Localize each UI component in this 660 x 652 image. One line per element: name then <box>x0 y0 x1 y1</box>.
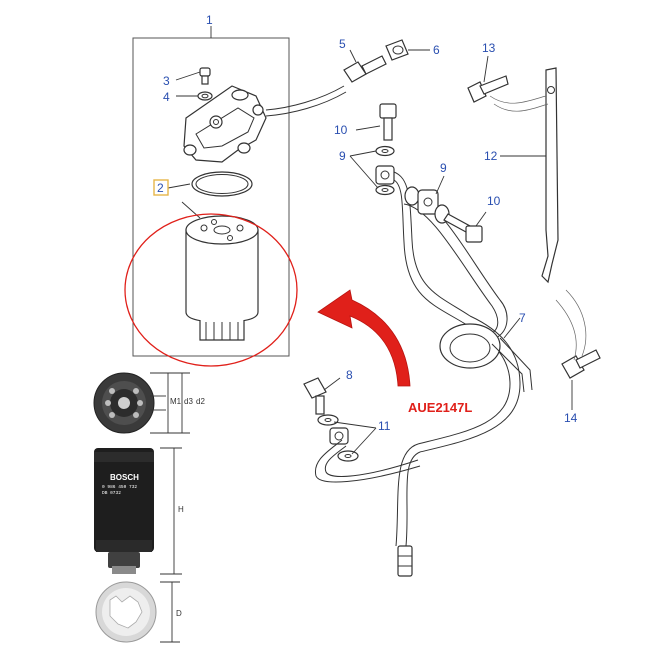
washers-11 <box>314 414 421 483</box>
banjo-fitting-right <box>404 175 450 224</box>
callout-9-right: 9 <box>440 161 447 175</box>
callout-1: 1 <box>206 13 213 27</box>
filter-bottom-view: D <box>95 581 182 643</box>
callout-2-highlight <box>153 179 169 196</box>
dim-m1: M1 <box>170 397 182 406</box>
bosch-filter-side-view: BOSCH 0 986 450 732 DB 0732 H <box>94 447 184 575</box>
bolt-10-right <box>443 211 487 243</box>
dim-d3: d3 <box>184 397 193 406</box>
callout-8: 8 <box>346 368 353 382</box>
callout-4: 4 <box>163 90 170 104</box>
callout-10-right: 10 <box>487 194 501 208</box>
callout-3: 3 <box>163 74 170 88</box>
bolt-14 <box>555 289 601 410</box>
washers-9-left <box>349 145 395 196</box>
cap-nut-6 <box>385 39 430 61</box>
callout-7: 7 <box>519 311 526 325</box>
o-ring-seal <box>167 171 253 197</box>
banjo-bolt-5 <box>343 49 387 83</box>
filter-cartridge <box>181 201 259 341</box>
bosch-brand: BOSCH <box>110 473 139 482</box>
bosch-part-line-1: 0 986 450 732 <box>102 484 137 490</box>
callout-5: 5 <box>339 37 346 51</box>
mounting-bracket <box>489 67 559 284</box>
callout-labels: 1 2 3 4 5 6 7 8 9 9 10 10 11 12 13 14 <box>157 13 578 433</box>
dim-d2: d2 <box>196 397 205 406</box>
filter-top-view: M1 d3 d2 <box>93 372 205 434</box>
bolt-13 <box>467 55 509 103</box>
callout-14: 14 <box>564 411 578 425</box>
dim-d: D <box>176 609 182 618</box>
bosch-part-line-2: DB 0732 <box>102 490 121 496</box>
sealing-washer <box>176 91 213 101</box>
highlight-circle <box>124 213 298 367</box>
callout-12: 12 <box>484 149 498 163</box>
callout-6: 6 <box>433 43 440 57</box>
red-arrow <box>317 289 411 387</box>
bolt-8 <box>303 377 341 415</box>
callout-2: 2 <box>157 181 164 195</box>
dim-h: H <box>178 505 184 514</box>
bleed-screw <box>175 67 211 85</box>
assembly-frame <box>132 26 290 357</box>
callout-9-left: 9 <box>339 149 346 163</box>
callout-11: 11 <box>378 419 391 433</box>
bolt-10-upper <box>355 103 397 141</box>
callout-13: 13 <box>482 41 496 55</box>
fuel-pipe <box>375 165 521 577</box>
filter-head <box>183 85 347 163</box>
callout-10-upper: 10 <box>334 123 348 137</box>
part-number-tag: AUE2147L <box>408 400 472 415</box>
